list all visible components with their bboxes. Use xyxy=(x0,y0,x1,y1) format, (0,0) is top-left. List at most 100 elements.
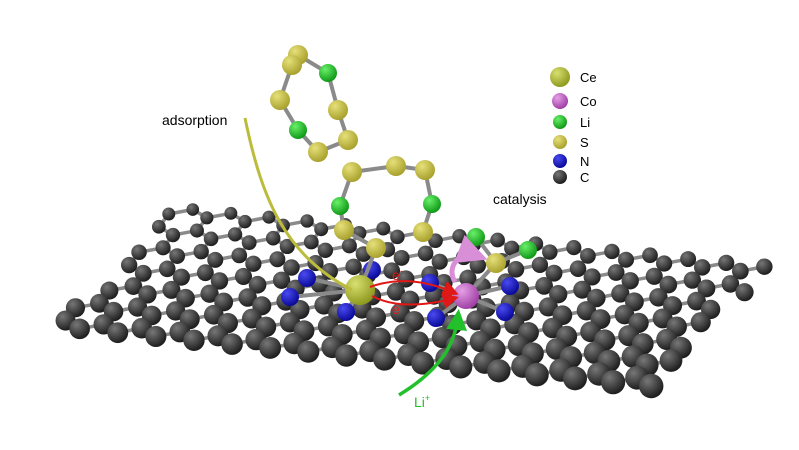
carbon-atom xyxy=(345,258,362,276)
carbon-atom xyxy=(300,214,314,228)
carbon-atom xyxy=(680,251,697,268)
carbon-atom xyxy=(621,272,639,290)
sulfur-atom xyxy=(334,220,354,240)
carbon-atom xyxy=(397,270,415,288)
carbon-atom xyxy=(525,362,549,387)
nitrogen-atom xyxy=(427,309,445,327)
legend-item-li: Li xyxy=(553,115,590,130)
carbon-atom xyxy=(169,248,186,264)
carbon-atom xyxy=(618,251,635,268)
nitrogen-atom xyxy=(281,288,299,306)
carbon-atom xyxy=(231,247,248,264)
lithium-ion-label: Li+ xyxy=(414,393,430,410)
sulfur-atom xyxy=(413,222,433,242)
carbon-atom xyxy=(241,235,257,251)
carbon-atom xyxy=(535,277,553,295)
carbon-atom xyxy=(158,260,176,278)
carbon-atom xyxy=(262,210,276,224)
carbon-atom xyxy=(279,238,295,255)
carbon-atom xyxy=(269,251,286,268)
carbon-atom xyxy=(321,262,338,280)
carbon-atom xyxy=(162,207,176,221)
carbon-atom xyxy=(227,227,243,242)
lithium-atom xyxy=(289,121,307,139)
carbon-atom xyxy=(607,264,625,281)
carbon-atom xyxy=(735,283,754,302)
carbon-atom xyxy=(303,234,319,250)
carbon-atom xyxy=(124,277,143,295)
carbon-atom xyxy=(186,203,200,216)
carbon-atom xyxy=(172,268,190,286)
electron-label-top: e- xyxy=(392,266,403,283)
carbon-atom xyxy=(314,295,334,315)
carbon-atom xyxy=(210,272,229,290)
sulfur-atom xyxy=(486,253,506,273)
legend-swatch-n xyxy=(553,154,567,168)
lithium-atom xyxy=(519,241,537,259)
legend-item-co: Co xyxy=(552,93,597,109)
carbon-atom xyxy=(428,233,443,249)
legend-item-c: C xyxy=(553,170,589,185)
nitrogen-atom xyxy=(298,269,316,287)
carbon-atom xyxy=(162,280,181,299)
carbon-atom xyxy=(645,267,663,285)
carbon-atom xyxy=(155,240,171,256)
carbon-atom xyxy=(656,255,673,272)
carbon-atom xyxy=(234,267,253,286)
carbon-atom xyxy=(376,221,391,236)
carbon-atom xyxy=(196,264,214,282)
sulfur-atom xyxy=(342,162,362,182)
catalysis-label: catalysis xyxy=(493,191,547,207)
carbon-atom xyxy=(659,275,678,294)
lis-molecules xyxy=(270,45,537,327)
carbon-atom xyxy=(687,291,706,311)
carbon-atom xyxy=(417,245,434,262)
carbon-atom xyxy=(386,282,405,301)
legend-swatch-s xyxy=(553,135,567,149)
sulfur-atom xyxy=(338,130,358,150)
carbon-atom xyxy=(683,271,702,289)
legend-label: S xyxy=(580,135,589,150)
carbon-atom xyxy=(545,264,563,282)
carbon-atom xyxy=(487,359,511,383)
carbon-atom xyxy=(272,271,291,289)
lithium-atom xyxy=(467,228,485,246)
lithium-atom xyxy=(331,197,349,215)
carbon-atom xyxy=(697,279,716,298)
legend-item-ce: Ce xyxy=(550,67,597,87)
carbon-atom xyxy=(459,269,477,287)
cobalt-atom xyxy=(453,283,479,309)
carbon-atom xyxy=(393,249,410,266)
carbon-atom xyxy=(659,349,683,372)
adsorption-arrow xyxy=(243,117,353,292)
carbon-atom xyxy=(449,355,473,379)
carbon-atom xyxy=(245,255,262,272)
sulfur-atom xyxy=(282,55,302,75)
carbon-atom xyxy=(207,251,224,268)
carbon-atom xyxy=(248,275,267,294)
carbon-atom xyxy=(531,256,549,274)
nitrogen-atom xyxy=(421,274,439,292)
carbon-atom xyxy=(283,259,300,276)
lithium-arrow xyxy=(398,309,467,397)
carbon-atom xyxy=(601,370,626,395)
lithium-atom xyxy=(319,64,337,82)
carbon-atom xyxy=(693,259,711,276)
legend-swatch-li xyxy=(553,115,567,129)
carbon-atom xyxy=(390,229,405,245)
carbon-atom xyxy=(718,254,735,271)
legend-swatch-ce xyxy=(550,67,570,87)
carbon-atom xyxy=(538,297,558,317)
electron-label-bottom: e- xyxy=(392,300,403,317)
legend-label: Li xyxy=(580,115,590,130)
carbon-atom xyxy=(259,336,282,359)
carbon-atom xyxy=(138,285,157,304)
carbon-atom xyxy=(193,243,209,260)
carbon-atom xyxy=(507,261,525,278)
nitrogen-atom xyxy=(501,277,519,295)
graphene-sheet xyxy=(55,203,773,399)
adsorption-label: adsorption xyxy=(162,112,227,128)
carbon-atom xyxy=(127,297,148,317)
carbon-atom xyxy=(411,351,435,375)
